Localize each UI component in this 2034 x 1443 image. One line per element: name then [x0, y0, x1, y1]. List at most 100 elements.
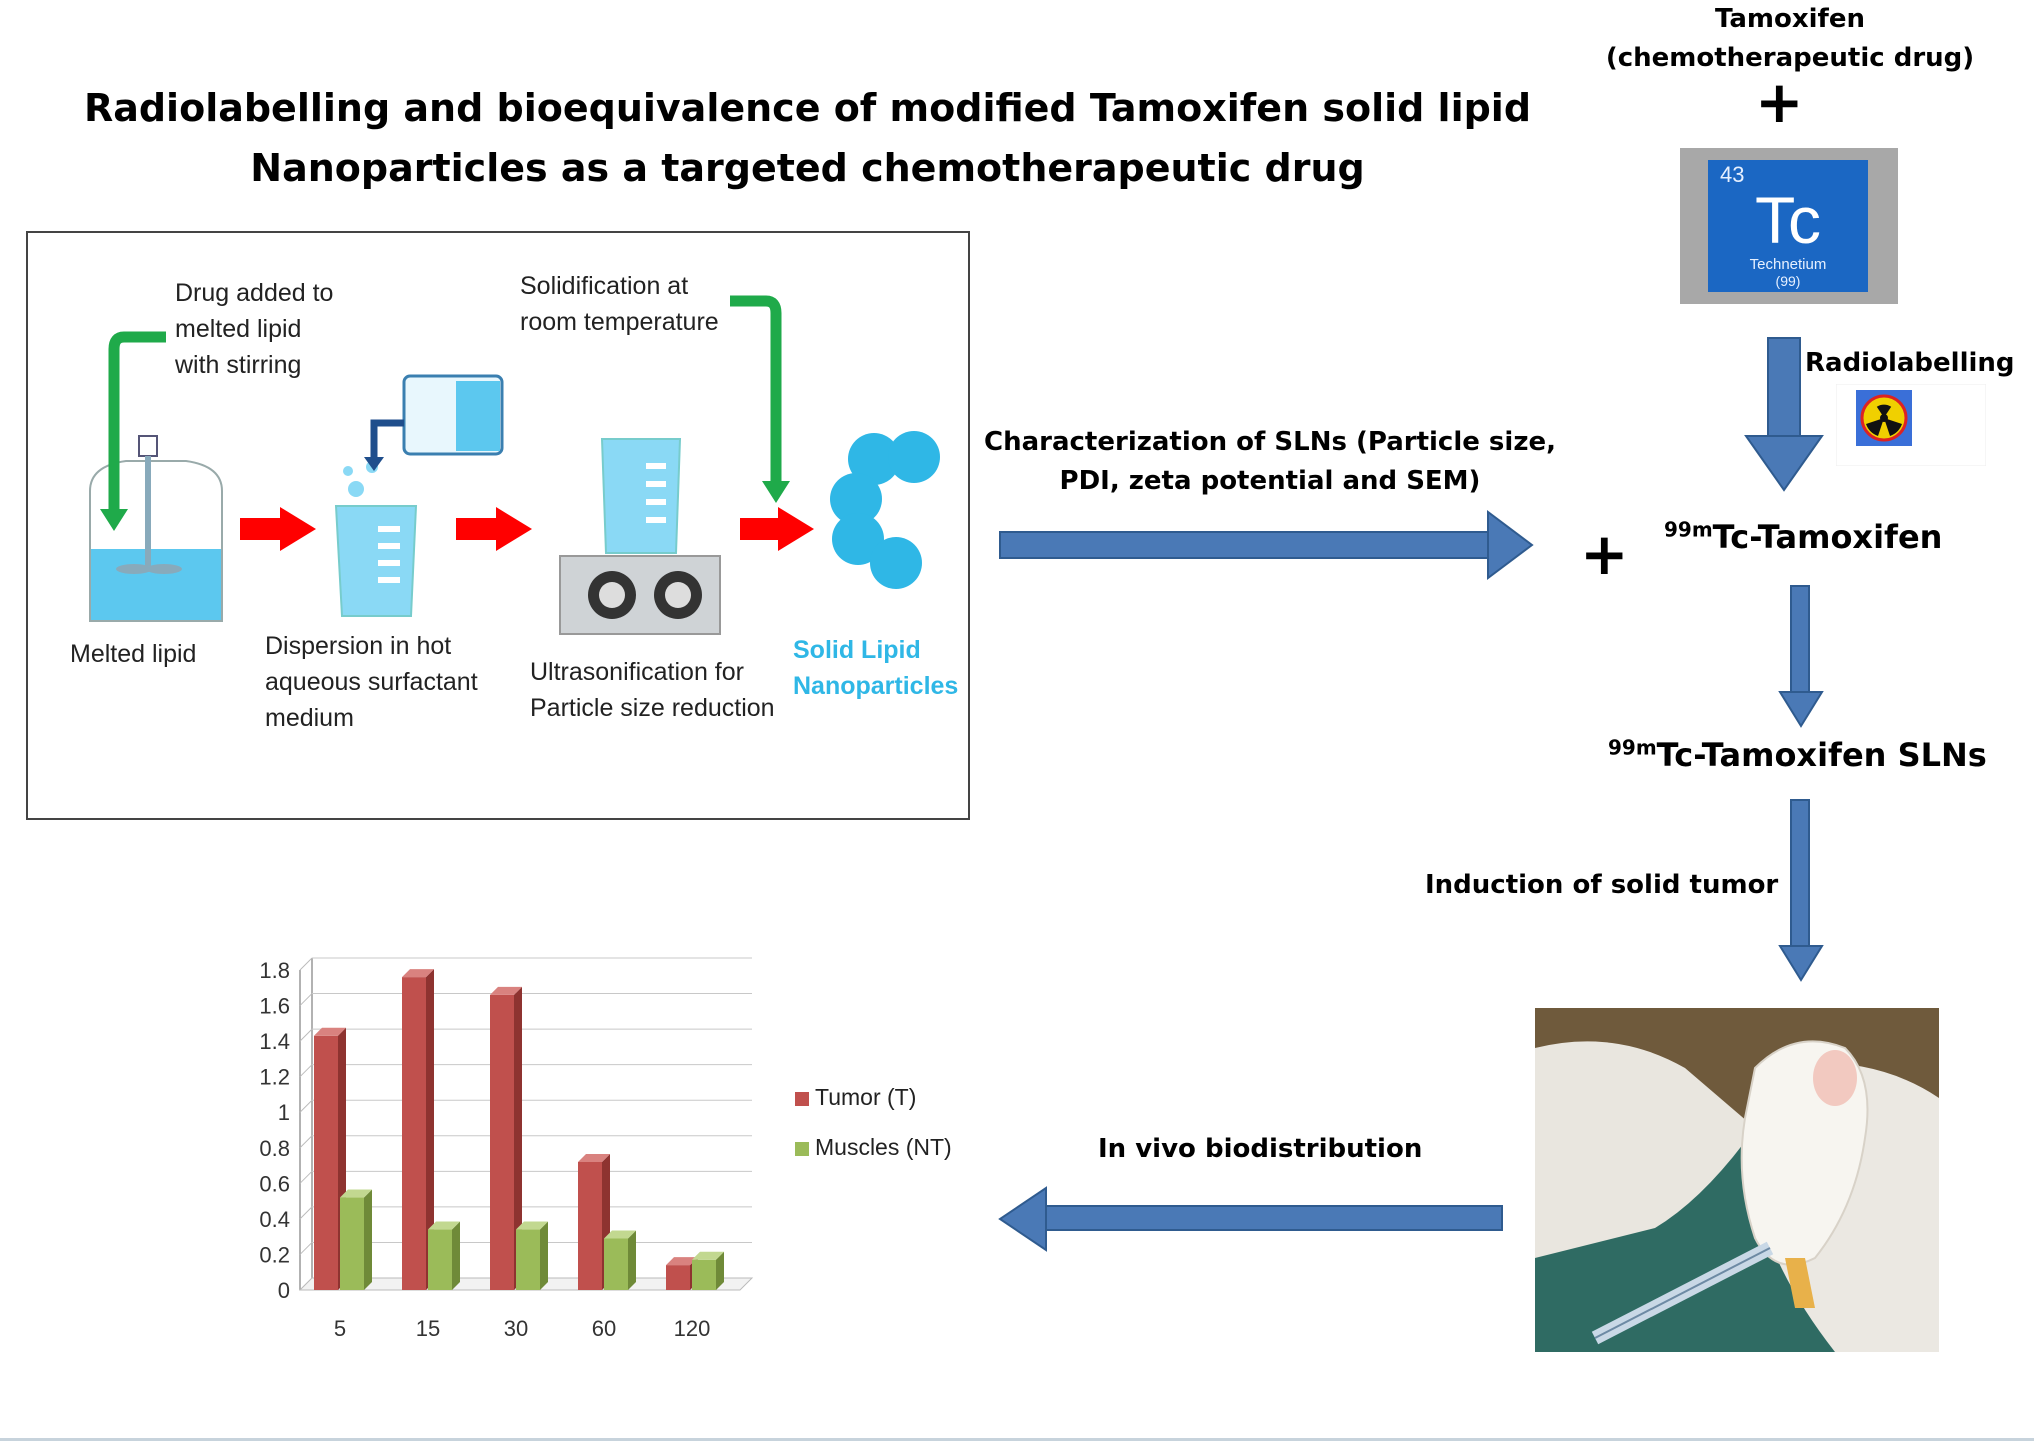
melted-lipid-label: Melted lipid [70, 640, 197, 668]
sln-process-illustration [89, 295, 940, 635]
tamoxifen-label: Tamoxifen (chemotherapeutic drug) [1605, 4, 1975, 73]
element-mass: (99) [1775, 273, 1801, 289]
red-arrow-3 [740, 507, 814, 551]
chart-bar [402, 977, 426, 1290]
chart-y-tick-label: 0.4 [259, 1207, 290, 1232]
pouring-jug-icon [364, 374, 504, 471]
chart-bar-side [716, 1251, 724, 1290]
chart-gridline-diag [299, 1170, 313, 1184]
chart-gridline-diag [299, 1099, 313, 1113]
green-arrowhead-1 [100, 509, 128, 531]
chart-gridline-diag [299, 957, 313, 971]
chart-gridline-diag [299, 1242, 313, 1255]
chart-bar [314, 1035, 338, 1290]
chart-bar [692, 1259, 716, 1290]
nanoparticles-icon [830, 431, 940, 589]
chart-bar-side [540, 1221, 548, 1290]
title-line-2: Nanoparticles as a targeted chemotherape… [250, 146, 1365, 190]
chart-bar [490, 994, 514, 1290]
chart-bar-side [628, 1230, 636, 1290]
chart-gridline-diag [299, 1206, 313, 1220]
mouse-injection-photo [1535, 1008, 1939, 1352]
chart-bar [604, 1238, 628, 1290]
in-vivo-arrow [998, 1186, 1503, 1252]
legend-item-muscles: Muscles (NT) [795, 1134, 952, 1161]
technetium-element-tile: 43 Tc Technetium (99) [1680, 148, 1898, 304]
chart-y-tick-label: 1.4 [259, 1029, 290, 1054]
chart-bar-side [452, 1221, 460, 1290]
solidification-annotation: Solidification at room temperature [520, 272, 719, 336]
chart-y-tick-label: 0.2 [259, 1242, 290, 1267]
chart-gridline-diag [299, 1028, 313, 1042]
chart-bar [340, 1197, 364, 1290]
chart-bar-top [490, 986, 522, 995]
drug-added-annotation: Drug added to melted lipid with stirring [175, 279, 334, 379]
tc-tamoxifen-label: 99mTc-Tamoxifen [1664, 517, 1943, 556]
element-name: Technetium [1749, 256, 1827, 273]
chart-bars [314, 969, 724, 1290]
chart-x-tick-label: 120 [674, 1316, 711, 1341]
beaker-icon [334, 461, 418, 617]
chart-legend: Tumor (T) Muscles (NT) [795, 1084, 952, 1161]
chart-y-tick-label: 0 [278, 1278, 290, 1303]
chart-gridline-diag [299, 1064, 313, 1078]
element-symbol: Tc [1755, 183, 1821, 257]
dispersion-label: Dispersion in hot aqueous surfactant med… [265, 632, 478, 732]
chart-bar-top [604, 1230, 636, 1239]
ultrasonification-label: Ultrasonification for Particle size redu… [530, 658, 775, 722]
technetium-element-inner: 43 Tc Technetium (99) [1708, 160, 1868, 292]
chart-bar-side [426, 969, 434, 1290]
red-arrow-2 [456, 507, 532, 551]
title-line-1: Radiolabelling and bioequivalence of mod… [83, 86, 1532, 130]
chart-bar [428, 1229, 452, 1290]
characterization-label: Characterization of SLNs (Particle size,… [984, 427, 1556, 496]
green-arrow-2 [730, 295, 782, 481]
chart-x-tick-label: 60 [592, 1316, 616, 1341]
chart-bar-top [428, 1221, 460, 1230]
chart-bar-side [364, 1189, 372, 1290]
ultrasonicator-icon [559, 438, 721, 635]
legend-swatch-tumor [795, 1091, 809, 1106]
melted-lipid-vessel-icon [89, 435, 223, 622]
chart-bar-top [692, 1251, 724, 1260]
arrow-to-slns [1778, 585, 1824, 728]
chart-bar [666, 1265, 690, 1290]
plus-sign-top: + [1755, 68, 1804, 136]
chart-x-tick-label: 30 [504, 1316, 528, 1341]
chart-bar-top [578, 1154, 610, 1162]
biodistribution-chart: 0 0.2 0.4 0.6 0.8 1 1.2 1.4 1.6 1.8 5 15 30 60 120 [259, 957, 754, 1341]
chart-bar-top [516, 1221, 548, 1230]
radiation-icon [1836, 384, 1986, 466]
chart-y-tick-label: 1 [278, 1100, 290, 1125]
green-arrow-1 [108, 331, 166, 509]
chart-y-tick-label: 0.6 [259, 1171, 290, 1196]
red-arrow-1 [240, 507, 316, 551]
bottom-rule [0, 1438, 2034, 1441]
page-title: Radiolabelling and bioequivalence of mod… [0, 78, 1615, 198]
chart-bar-top [402, 969, 434, 978]
green-arrowhead-2 [762, 481, 790, 503]
legend-swatch-muscles [795, 1141, 809, 1156]
chart-gridline-diag [299, 1135, 313, 1149]
characterization-arrow [999, 510, 1534, 580]
chart-x-tick-label: 5 [334, 1316, 346, 1341]
chart-bar-top [340, 1189, 372, 1198]
radiolabelling-arrow [1744, 337, 1824, 492]
chart-y-tick-label: 1.2 [259, 1065, 290, 1090]
chart-bar-side [514, 986, 522, 1290]
induction-label: Induction of solid tumor [1425, 870, 1779, 900]
arrow-to-mouse [1778, 799, 1824, 982]
chart-x-ticks: 5 15 30 60 120 [334, 1316, 710, 1341]
chart-bar [578, 1162, 602, 1290]
chart-x-tick-label: 15 [416, 1316, 440, 1341]
chart-gridline-diag [299, 993, 313, 1006]
chart-y-tick-label: 0.8 [259, 1136, 290, 1161]
in-vivo-label: In vivo biodistribution [1098, 1134, 1423, 1164]
tc-tamoxifen-slns-label: 99mTc-Tamoxifen SLNs [1608, 735, 1987, 774]
chart-y-tick-label: 1.8 [259, 958, 290, 983]
chart-bar-top [666, 1257, 698, 1266]
chart-bar [516, 1229, 540, 1290]
chart-y-tick-label: 1.6 [259, 994, 290, 1019]
chart-y-ticks: 0 0.2 0.4 0.6 0.8 1 1.2 1.4 1.6 1.8 [259, 958, 290, 1303]
chart-bar-top [314, 1027, 346, 1036]
